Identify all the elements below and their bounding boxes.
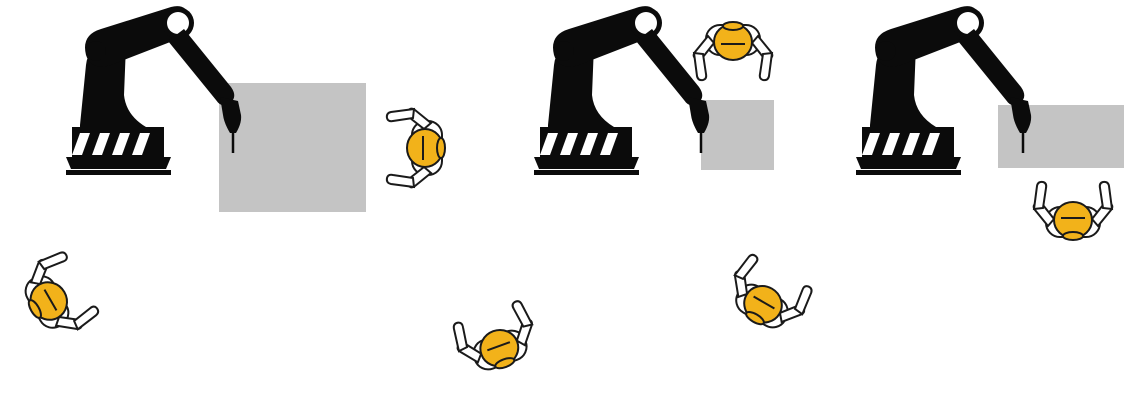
worker-hardhat-icon [1034, 182, 1113, 240]
scene-3 [856, 6, 1124, 240]
worker-hardhat-icon [12, 248, 102, 345]
industrial-robot-arm-icon [534, 6, 709, 175]
worker-hardhat-icon [449, 299, 543, 381]
work-zone-small [701, 100, 774, 170]
worker-hardhat-icon [694, 22, 773, 80]
worker-hardhat-icon [719, 252, 816, 342]
industrial-robot-arm-icon [66, 6, 241, 175]
scene-2 [449, 6, 816, 380]
work-zone-large [219, 83, 366, 212]
worker-hardhat-icon [387, 109, 445, 188]
scene-1 [12, 6, 445, 345]
